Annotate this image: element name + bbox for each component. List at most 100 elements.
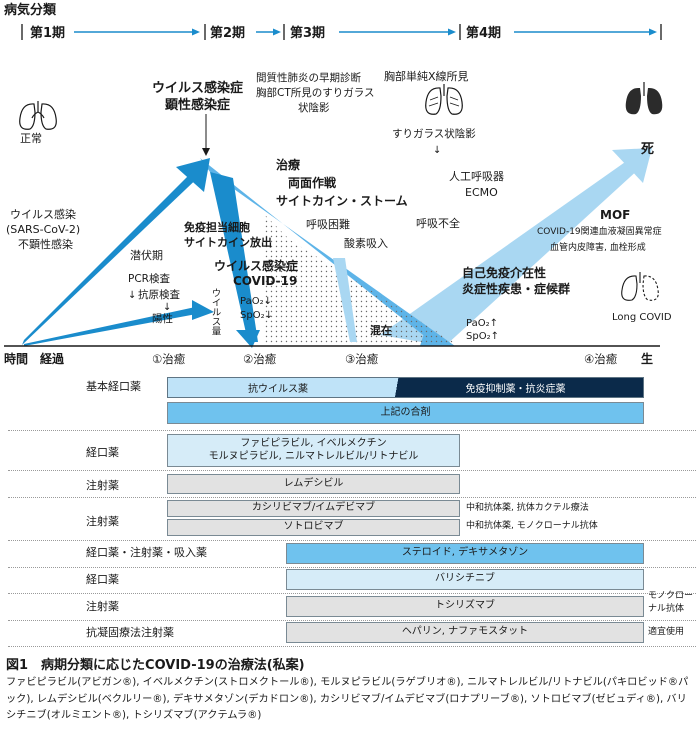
row-divider — [8, 430, 696, 431]
disease-course-diagram: 病気分類 第1期 第2期 第3期 第4期 — [4, 2, 672, 366]
immune-line1: 免疫担当細胞 — [184, 220, 250, 234]
asymptomatic-line2: (SARS-CoV-2) — [6, 223, 80, 236]
row-label-oral: 経口薬 — [86, 446, 119, 459]
row-label-injection-1: 注射薬 — [86, 479, 119, 492]
treatment-line2: 両面作戦 — [288, 175, 337, 190]
dyspnea-label: 呼吸困難 — [306, 218, 350, 231]
pcr-arrow: ↓ — [128, 290, 136, 301]
ct-line1: 間質性肺炎の早期診断 — [256, 71, 361, 84]
immunosuppressant-bar-label: 免疫抑制薬・抗炎症薬 — [388, 378, 643, 397]
spo2-down: SpO₂↓ — [240, 310, 273, 321]
row-divider — [8, 540, 696, 541]
state-recovered: 生 — [641, 351, 653, 366]
steroid-bar: ステロイド, デキサメタゾン — [286, 543, 644, 564]
baricitinib-bar: バリシチニブ — [286, 569, 644, 590]
incubation-label: 潜伏期 — [130, 248, 163, 262]
oral-antiviral-line1: ファビピラビル, イベルメクチン — [240, 438, 387, 449]
mixed-dotted-area — [265, 215, 460, 346]
coagulopathy-line1: COVID-19関連血液凝固異常症 — [537, 225, 662, 237]
ct-line3: 状陰影 — [298, 101, 330, 114]
row-label-basic-oral: 基本経口薬 — [86, 380, 141, 393]
row-label-multi-route: 経口薬・注射薬・吸入薬 — [86, 546, 207, 559]
remdesivir-bar: レムデシビル — [167, 474, 460, 494]
phase-4-label: 第4期 — [466, 25, 501, 41]
state-death: 死 — [641, 142, 654, 157]
autoimmune-line2: 炎症性疾患・症候群 — [462, 281, 570, 296]
infection-rise-arrowhead — [176, 158, 210, 192]
tocilizumab-bar: トシリズマブ — [286, 596, 644, 617]
asymptomatic-line3: 不顕性感染 — [18, 237, 73, 251]
spo2-up: SpO₂↑ — [466, 331, 499, 342]
virus-amount-label: ウイルス量 — [210, 288, 222, 336]
oxygen-arrow — [333, 258, 357, 342]
resp-failure-label: 呼吸不全 — [416, 216, 460, 230]
healing-2: ②治癒 — [243, 352, 277, 366]
healing-4: ④治癒 — [584, 352, 618, 366]
casirivimab-note: 中和抗体薬, 抗体カクテル療法 — [466, 503, 589, 513]
row-divider — [8, 593, 696, 594]
stage-title: 病気分類 — [4, 2, 57, 18]
phase-3-label: 第3期 — [290, 25, 325, 41]
viral-overt-line1: ウイルス感染症 — [152, 80, 243, 96]
ventilator-label: 人工呼吸器 — [449, 170, 504, 183]
healing-3: ③治癒 — [345, 352, 379, 366]
row-divider — [8, 646, 696, 647]
row-label-oral-2: 経口薬 — [86, 573, 119, 586]
anticoagulant-note: 適宜使用 — [648, 627, 685, 637]
viral-overt-line2: 顕性感染症 — [165, 97, 230, 113]
covid-line2: COVID-19 — [233, 274, 297, 288]
row-divider — [8, 470, 696, 471]
figure-caption-title: 図1 病期分類に応じたCOVID-19の治療法(私案) — [6, 658, 305, 673]
row-label-injection-3: 注射薬 — [86, 600, 119, 613]
recovery-death-arrow-band — [380, 160, 640, 346]
tocilizumab-note-line1: モノクロー — [648, 591, 694, 601]
viral-peak-arrow — [210, 172, 258, 342]
oxygen-label: 酸素吸入 — [344, 236, 388, 250]
death-arrowhead — [612, 148, 652, 183]
oral-antiviral-line2: モルヌピラビル, ニルマトレルビル/リトナビル — [208, 450, 419, 462]
viral-overt-pointer-head — [202, 148, 210, 156]
asymptomatic-arrowhead — [192, 300, 214, 320]
antigen-label: 抗原検査 — [138, 288, 180, 301]
long-covid-label: Long COVID — [612, 312, 672, 323]
oral-antiviral-bar: ファビピラビル, イベルメクチン モルヌピラビル, ニルマトレルビル/リトナビル — [167, 434, 460, 467]
tocilizumab-note-line2: ナル抗体 — [648, 604, 685, 614]
time-course-label: 時間 経過 — [4, 351, 65, 366]
lung-dark-icon — [625, 82, 663, 115]
phase-2-label: 第2期 — [210, 25, 245, 41]
row-label-injection-2: 注射薬 — [86, 515, 119, 528]
treatment-line1: 治療 — [276, 157, 300, 172]
row-divider — [8, 497, 696, 498]
combination-bar: 上記の合剤 — [167, 402, 644, 424]
ground-glass-arrow: ↓ — [433, 145, 441, 156]
autoimmune-line1: 自己免疫介在性 — [462, 265, 546, 280]
lung-dashed-icon — [621, 272, 659, 301]
mixed-label: 混在 — [370, 323, 392, 337]
antigen-arrow: ↓ — [163, 302, 171, 313]
row-divider — [8, 620, 696, 621]
state-normal: 正常 — [20, 132, 42, 145]
ecmo-label: ECMO — [465, 186, 498, 199]
immune-line2: サイトカイン放出 — [184, 235, 272, 249]
infection-rise-arrow — [22, 164, 206, 345]
phase-arrows — [74, 28, 657, 36]
row-divider — [8, 567, 696, 568]
lung-ground-glass-icon — [425, 84, 463, 115]
casirivimab-bar: カシリビマブ/イムデビマブ — [167, 500, 460, 517]
antiviral-bar-label: 抗ウイルス薬 — [168, 378, 388, 397]
ground-glass-label: すりガラス状陰影 — [392, 127, 476, 140]
antiviral-immunosuppressant-bar: 抗ウイルス薬 免疫抑制薬・抗炎症薬 — [167, 377, 644, 398]
asymptomatic-line1: ウイルス感染 — [10, 207, 76, 221]
figure-caption-body: ファビピラビル(アビガン®), イベルメクチン(ストロメクトール®), モルヌピ… — [6, 677, 689, 722]
phase-dividers — [21, 24, 662, 40]
ct-line2: 胸部CT所見のすりガラス — [256, 86, 375, 99]
positive-label: 陽性 — [152, 312, 173, 325]
healing-1: ①治癒 — [152, 352, 186, 366]
pcr-label: PCR検査 — [128, 272, 170, 285]
pao2-down: PaO₂↓ — [240, 296, 272, 307]
mof-label: MOF — [600, 208, 630, 222]
sotrovimab-bar: ソトロビマブ — [167, 519, 460, 536]
asymptomatic-arrow — [24, 306, 202, 346]
viral-peak-arrowhead — [236, 330, 260, 348]
coagulopathy-line2: 血管内皮障害, 血栓形成 — [550, 241, 646, 253]
